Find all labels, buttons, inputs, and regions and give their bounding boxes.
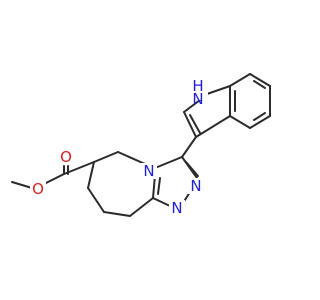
- indole-nh-label: H: [192, 77, 203, 95]
- atom-labels: H N N N N O O: [30, 77, 208, 217]
- ester-carbonyl-oxygen-label: O: [60, 148, 72, 166]
- triazole-n1-label: N: [171, 199, 182, 217]
- triazole-ring: [152, 156, 199, 207]
- indole-triazole-bond: [181, 136, 197, 158]
- indole-n-label: N: [192, 90, 203, 108]
- ester-ether-oxygen-label: O: [32, 180, 44, 198]
- indole-benzene-ring: [229, 73, 271, 129]
- chemical-structure: H N N N N O O: [11, 73, 271, 217]
- indole-pyrrole-ring: [183, 85, 231, 138]
- triazole-n2-label: N: [190, 177, 201, 195]
- methyl-ester: [11, 161, 95, 189]
- triazole-n4-label: N: [143, 162, 154, 180]
- azepane-ring: [87, 151, 154, 217]
